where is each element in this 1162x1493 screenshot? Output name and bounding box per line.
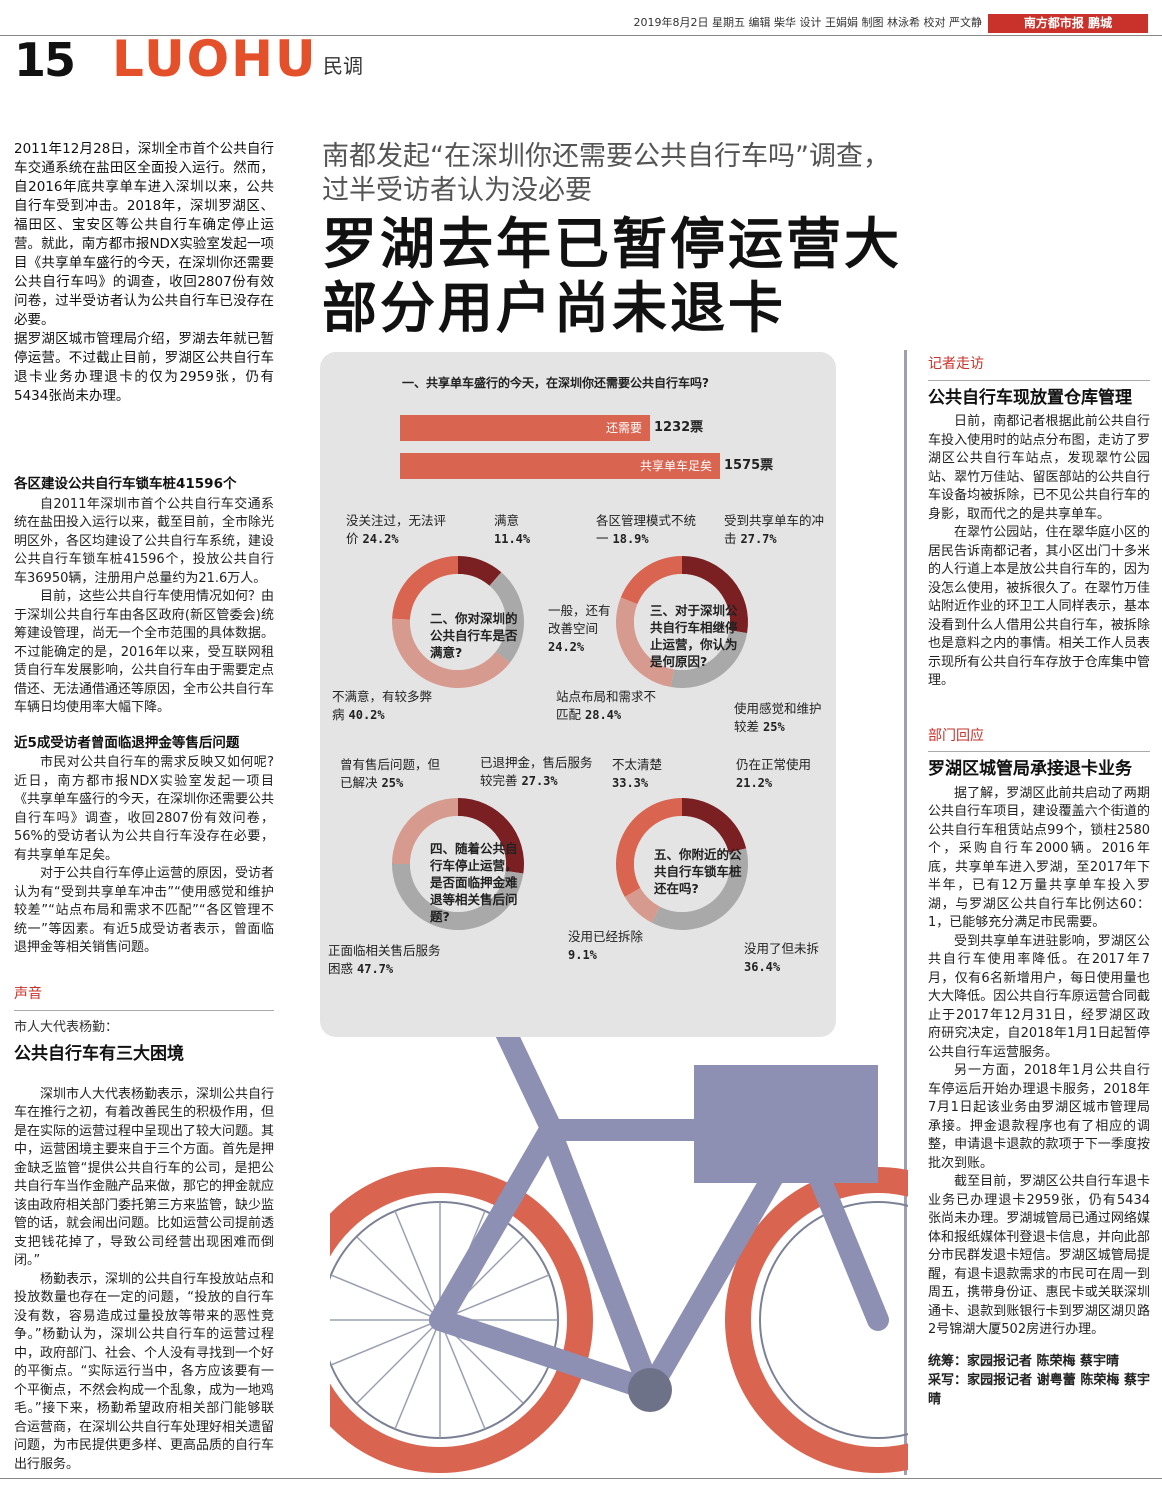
right-column: 记者走访 公共自行车现放置仓库管理 日前，南都记者根据此前公共自行车投入使用时的…	[928, 355, 1150, 1409]
slice-label: 正面临相关售后服务困惑 47.7%	[328, 943, 441, 976]
donut-slice	[489, 572, 524, 663]
bar-label: 还需要	[605, 421, 642, 435]
paragraph: 在翠竹公园站，住在翠华庭小区的居民告诉南都记者，其小区出门十多米的人行道上本是放…	[928, 525, 1150, 688]
donut-slice	[616, 798, 682, 897]
paragraph: 日前，南都记者根据此前公共自行车投入使用时的站点分布图，走访了罗湖区公共自行车站…	[928, 414, 1150, 522]
voice-title: 公共自行车有三大困境	[14, 1044, 184, 1064]
column-rule	[904, 350, 907, 1475]
slice-label: 没用已经拆除 9.1%	[568, 929, 644, 962]
donut-slice	[458, 798, 524, 874]
credit-line: 统筹：家园报记者 陈荣梅 蔡宇晴	[928, 1353, 1120, 1369]
slice-label: 已退押金，售后服务较完善 27.3%	[480, 755, 593, 788]
survey-infographic: 一、共享单车盛行的今天，在深圳你还需要公共自行车吗? 还需要 1232票 共享单…	[320, 352, 836, 1037]
paragraph: 深圳市人大代表杨勤表示，深圳公共自行车在推行之初，有着改善民生的积极作用，但是在…	[14, 1086, 275, 1269]
divider	[928, 751, 1150, 752]
paragraph: 杨勤表示，深圳的公共自行车投放站点和投放数量也存在一定的问题，“投放的自行车没有…	[14, 1271, 275, 1472]
bar-label: 共享单车足矣	[639, 459, 712, 473]
slice-label: 没关注过，无法评价 24.2%	[346, 513, 447, 546]
page-number: 15	[14, 33, 76, 87]
crank	[628, 1368, 672, 1412]
slice-label: 一般，还有改善空间 24.2%	[548, 603, 611, 654]
donut-question: 四、随着公共自行车停止运营，是否面临押金难退等相关售后问题?	[430, 841, 518, 924]
donut-slice	[392, 864, 524, 931]
subsection-title: 近5成受访者曾面临退押金等售后问题	[14, 734, 240, 751]
article-headline: 罗湖去年已暂停运营大部分用户尚未退卡	[322, 212, 903, 340]
byline: 市人大代表杨勤：	[14, 1019, 119, 1035]
paragraph: 目前，这些公共自行车使用情况如何？由于深圳公共自行车由各区政府(新区管委会)统筹…	[14, 589, 275, 715]
donut-chart	[392, 556, 524, 688]
reporter-title: 公共自行车现放置仓库管理	[928, 387, 1132, 408]
lead-paragraph: 2011年12月28日，深圳全市首个公共自行车交通系统在盐田区全面投入运行。然而…	[14, 141, 274, 328]
bar-value-label: 1232票	[654, 420, 704, 435]
donut-question: 三、对于深圳公共自行车相继停止运营，你认为是何原因?	[650, 603, 738, 669]
bar: 共享单车足矣	[400, 453, 720, 479]
donut-slice	[620, 556, 682, 605]
paragraph: 受到共享单车进驻影响，罗湖区公共自行车使用率降低。在2017年7月，仅有6名新增…	[928, 933, 1150, 1060]
edition-credits: 2019年8月2日 星期五 编辑 柴华 设计 王娟娟 制图 林泳希 校对 严文静	[633, 16, 982, 29]
chart-title: 一、共享单车盛行的今天，在深圳你还需要公共自行车吗?	[402, 376, 709, 390]
donut-hole	[634, 574, 730, 670]
section-tag: 部门回应	[928, 727, 984, 744]
slice-label: 曾有售后问题，但已解决 25%	[340, 757, 441, 790]
donut-slice	[392, 618, 510, 688]
paragraph: 据了解，罗湖区此前共启动了两期公共自行车项目，建设覆盖六个街道的公共自行车租赁站…	[928, 785, 1150, 931]
donut-hole	[410, 574, 506, 670]
donut-slice	[682, 556, 748, 634]
bicycle-illustration	[330, 980, 908, 1473]
slice-label: 使用感觉和维护较差 25%	[734, 701, 822, 734]
slice-label: 各区管理模式不统一 18.9%	[596, 513, 697, 546]
slice-label: 站点布局和需求不匹配 28.4%	[556, 689, 657, 722]
paragraph: 截至目前，罗湖区公共自行车退卡业务已办理退卡2959张，仍有5434张尚未办理。…	[928, 1174, 1150, 1337]
donut-chart	[392, 798, 524, 931]
divider	[14, 1009, 274, 1011]
donut-slice	[670, 630, 748, 688]
donut-question: 五、你附近的公共自行车锁车桩还在吗?	[654, 847, 742, 896]
divider	[928, 379, 1150, 381]
paragraph: 市民对公共自行车的需求反映又如何呢?近日，南方都市报NDX实验室发起一项目《共享…	[14, 755, 275, 863]
donut-charts	[392, 556, 748, 931]
donut-hole	[634, 816, 730, 912]
slice-label: 受到共享单车的冲击 27.7%	[724, 513, 825, 546]
article-body: 各区建设公共自行车锁车桩41596个 自2011年深圳市首个公共自行车交通系统在…	[14, 465, 274, 958]
newspaper-masthead: 南方都市报 鹏城	[988, 14, 1148, 33]
slice-label: 没用了但未拆 36.4%	[744, 941, 820, 974]
page-header: 2019年8月2日 星期五 编辑 柴华 设计 王娟娟 制图 林泳希 校对 严文静…	[0, 0, 1162, 36]
article-subheadline: 南都发起“在深圳你还需要公共自行车吗”调查，过半受访者认为没必要	[322, 141, 890, 206]
bar: 还需要	[400, 415, 650, 441]
section-tag: 记者走访	[928, 356, 984, 372]
slice-label: 仍在正常使用 21.2%	[736, 757, 812, 790]
donut-chart	[616, 798, 748, 930]
slice-label: 不满意，有较多弊病 40.2%	[332, 689, 433, 722]
donut-slice	[682, 798, 747, 853]
article-lead: 2011年12月28日，深圳全市首个公共自行车交通系统在盐田区全面投入运行。然而…	[14, 140, 274, 406]
paragraph: 自2011年深圳市首个公共自行车交通系统在盐田投入运行以来，截至目前，全市除光明…	[14, 496, 275, 586]
donut-slice	[624, 887, 660, 923]
section-title: LUOHU	[112, 30, 318, 88]
front-basket	[694, 1065, 878, 1183]
donut-slice	[392, 798, 458, 864]
page-rule	[0, 1478, 1162, 1479]
donut-slice	[458, 556, 502, 586]
lead-paragraph: 据罗湖区城市管理局介绍，罗湖去年就已暂停运营。不过截止目前，罗湖区公共自行车退卡…	[14, 331, 274, 404]
donut-slice	[616, 597, 674, 688]
credit-line: 采写：家园报记者 谢粤蕾 陈荣梅 蔡宇晴	[928, 1372, 1150, 1407]
voice-section: 声音 市人大代表杨勤： 公共自行车有三大困境 深圳市人大代表杨勤表示，深圳公共自…	[14, 985, 274, 1474]
donut-chart	[616, 556, 748, 688]
dept-title: 罗湖区城管局承接退卡业务	[928, 759, 1132, 779]
donut-slice	[392, 556, 458, 620]
paragraph: 对于公共自行车停止运营的原因，受访者认为有“受到共享单车冲击”“使用感觉和维护较…	[14, 866, 275, 955]
donut-question: 二、你对深圳的公共自行车是否满意?	[430, 611, 518, 660]
donut-slice	[651, 848, 748, 930]
section-tag: 声音	[14, 986, 42, 1002]
subsection-title: 各区建设公共自行车锁车桩41596个	[14, 476, 237, 492]
section-subtitle: 民调	[323, 54, 363, 78]
paragraph: 另一方面，2018年1月公共自行车停运后开始办理退卡服务，2018年7月1日起该…	[928, 1063, 1150, 1171]
bar-value-label: 1575票	[724, 458, 774, 473]
donut-hole	[410, 816, 506, 912]
